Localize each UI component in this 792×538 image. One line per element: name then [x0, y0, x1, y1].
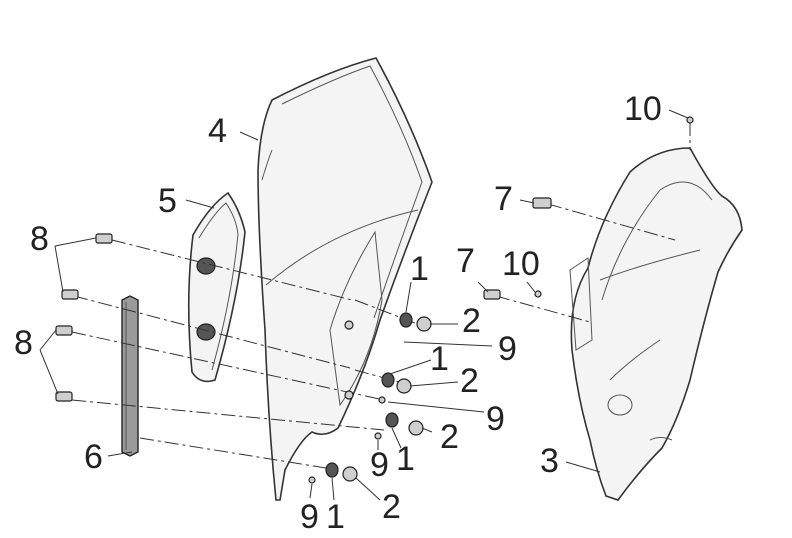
callout-9-d: 9: [300, 498, 319, 536]
callout-2-c: 2: [440, 418, 459, 456]
seal-strip-6: [121, 295, 139, 457]
callout-8-top: 8: [30, 220, 49, 258]
callout-1-d: 1: [326, 498, 345, 536]
screws-7-10: [483, 116, 694, 300]
callout-2-b: 2: [460, 362, 479, 400]
windshield: [257, 57, 433, 501]
callout-4: 4: [208, 112, 227, 150]
callout-1-c: 1: [396, 440, 415, 478]
callout-7-b: 7: [456, 242, 475, 280]
callout-3: 3: [540, 442, 559, 480]
bracket-5: [187, 191, 246, 383]
callout-9-a: 9: [498, 330, 517, 368]
callouts: 4 5 8 8 6 7 7 10 10 3 1 1 1 1 2 2 2 2 9 …: [14, 90, 662, 536]
callout-2-a: 2: [462, 302, 481, 340]
nuts-2: [342, 316, 432, 482]
callout-5: 5: [158, 182, 177, 220]
washers-9: [308, 320, 386, 484]
callout-9-c: 9: [370, 446, 389, 484]
callout-10-a: 10: [624, 90, 662, 128]
callout-1-a: 1: [410, 250, 429, 288]
callout-8-bottom: 8: [14, 324, 33, 362]
callout-1-b: 1: [430, 340, 449, 378]
callout-7-a: 7: [494, 180, 513, 218]
callout-2-d: 2: [382, 488, 401, 526]
callout-9-b: 9: [486, 400, 505, 438]
callout-10-b: 10: [502, 245, 540, 283]
side-panel-3: [569, 147, 743, 501]
bolts-8: [55, 233, 113, 402]
callout-6: 6: [84, 438, 103, 476]
grommets-1: [325, 312, 413, 478]
leader-lines: [39, 109, 689, 501]
